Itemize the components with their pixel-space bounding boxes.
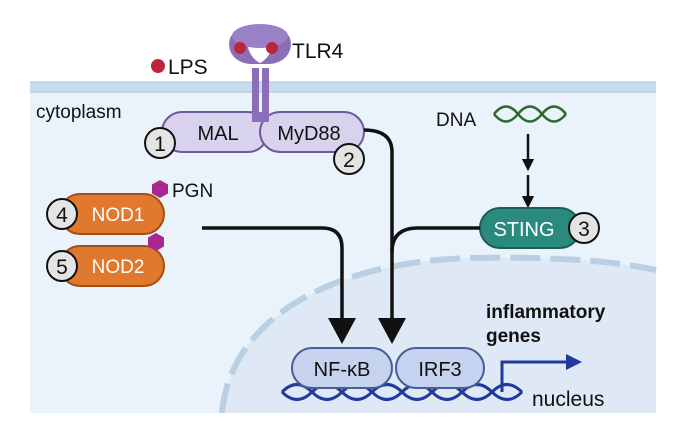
tlr4-bound-lps-left [234, 42, 246, 54]
badge-4-number: 4 [56, 204, 68, 227]
nucleus-label: nucleus [532, 388, 604, 411]
pgn-label: PGN [172, 181, 213, 202]
pgn-icon-nod2 [148, 233, 164, 251]
arrow-myd88-to-nfkb [363, 128, 394, 320]
inflammatory-genes-label-line2: genes [486, 326, 541, 347]
transcription-arrow [500, 360, 568, 392]
sting-label: STING [493, 219, 554, 241]
nod2-label: NOD2 [92, 257, 145, 278]
nfkb-label: NF-κB [314, 359, 371, 381]
nuclear-envelope [219, 254, 657, 414]
plasma-membrane [30, 82, 656, 92]
myd88-label: MyD88 [277, 123, 340, 145]
inflammatory-genes-label-line1: inflammatory [486, 302, 606, 323]
transcription-arrowhead [566, 354, 582, 370]
arrow-sting-to-irf3 [390, 226, 480, 253]
tlr4-bound-lps-right [266, 42, 278, 54]
myd88-adaptor [259, 111, 365, 153]
pgn-icon-nod1 [152, 180, 168, 198]
nod1-label: NOD1 [92, 205, 145, 226]
badge-2 [333, 143, 365, 175]
arrowhead-myd88-to-nucleus [378, 318, 406, 344]
irf3-label: IRF3 [418, 359, 461, 381]
cytoplasm-label: cytoplasm [36, 102, 122, 123]
badge-1 [144, 127, 176, 159]
badge-3-number: 3 [578, 218, 590, 241]
badge-5 [46, 250, 78, 282]
nfkb-factor [291, 347, 393, 389]
lps-label: LPS [168, 56, 208, 79]
lps-icon [151, 59, 165, 73]
badge-1-number: 1 [154, 133, 166, 156]
mal-label: MAL [197, 123, 238, 145]
badge-2-number: 2 [343, 149, 355, 172]
badge-5-number: 5 [56, 256, 68, 279]
irf3-factor [395, 347, 485, 389]
tlr4-label: TLR4 [292, 40, 344, 63]
dna-label: DNA [436, 110, 476, 131]
badge-3 [568, 212, 600, 244]
badge-4 [46, 198, 78, 230]
arrowhead-nod-to-nfkb [328, 318, 356, 344]
cytosolic-dna-icon [493, 105, 567, 123]
arrow-nod-to-nfkb [202, 226, 344, 320]
